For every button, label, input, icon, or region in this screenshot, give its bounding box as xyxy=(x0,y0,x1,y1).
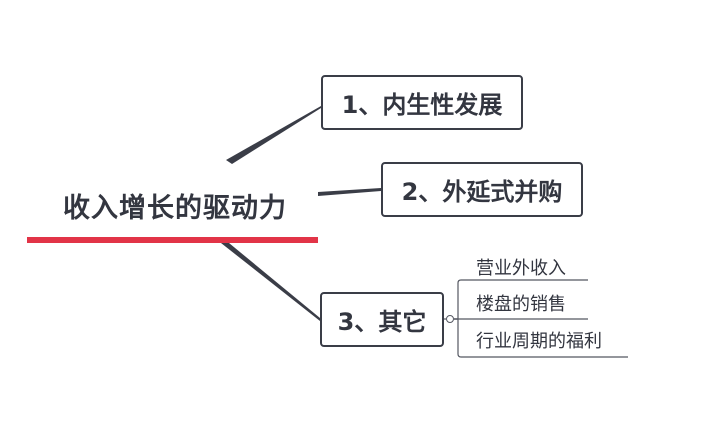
topic-box-2[interactable]: 2、外延式并购 xyxy=(381,162,583,217)
connector-root-to-topic-1 xyxy=(226,106,321,164)
subtopic-connector-3 xyxy=(454,318,628,358)
collapse-toggle-icon[interactable] xyxy=(446,315,454,323)
topic-label-1: 1、内生性发展 xyxy=(341,91,503,119)
subtopic-connectors xyxy=(444,279,628,358)
subtopic-connector-1 xyxy=(454,279,588,320)
topic-label-3: 3、其它 xyxy=(337,308,427,336)
connector-root-to-topic-2 xyxy=(318,188,381,196)
subtopic-1[interactable]: 营业外收入 xyxy=(476,258,566,279)
root-topic-title[interactable]: 收入增长的驱动力 xyxy=(63,193,287,224)
subtopic-3[interactable]: 行业周期的福利 xyxy=(476,331,602,352)
subtopic-2[interactable]: 楼盘的销售 xyxy=(476,294,566,315)
root-topic-underline xyxy=(27,237,318,243)
connector-root-to-topic-3 xyxy=(221,243,320,321)
topic-box-1[interactable]: 1、内生性发展 xyxy=(321,75,523,130)
topic-box-3[interactable]: 3、其它 xyxy=(320,292,444,347)
topic-label-2: 2、外延式并购 xyxy=(401,178,563,206)
